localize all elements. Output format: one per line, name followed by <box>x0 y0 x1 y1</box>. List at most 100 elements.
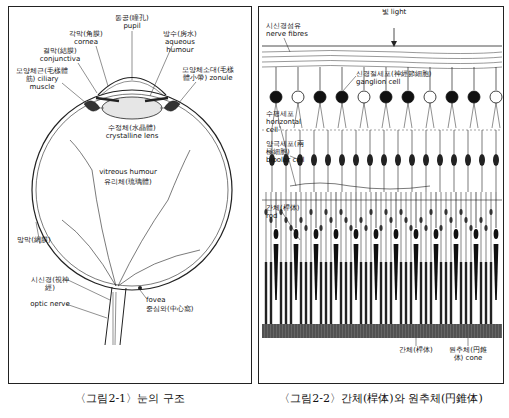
pigment-cell <box>419 324 420 338</box>
eyeball-outline <box>32 90 232 290</box>
rod-cell <box>479 192 482 324</box>
pigment-cell <box>383 324 384 338</box>
leader-line <box>96 46 108 86</box>
pigment-cell <box>497 324 498 338</box>
optic-nerve <box>120 288 126 345</box>
pigment-cell <box>266 324 267 338</box>
part-label: 신경절세포(神經節細胞) ganglion cell <box>356 70 432 86</box>
pigment-cell <box>467 324 468 338</box>
part-label: 망막(網膜) <box>14 236 54 244</box>
pigment-cell <box>332 324 333 338</box>
rod-cell <box>329 192 332 324</box>
pigment-cell <box>455 324 456 338</box>
pigment-cell <box>434 324 435 338</box>
rod-cell <box>304 192 307 324</box>
retina-layer <box>36 94 228 286</box>
pigment-cell <box>353 324 354 338</box>
cone-cell <box>434 192 439 300</box>
pigment-cell <box>335 324 336 338</box>
pigment-cell <box>359 324 360 338</box>
pigment-cell <box>272 324 273 338</box>
bipolar-cell <box>395 130 401 192</box>
pigment-cell <box>443 324 444 338</box>
nerve-fibre <box>262 51 502 54</box>
pigment-cell <box>386 324 387 338</box>
rod-cell <box>339 192 342 324</box>
pigment-cell <box>428 324 429 338</box>
bipolar-cell <box>493 130 499 192</box>
cone-cell <box>414 192 419 300</box>
leader-line <box>468 338 469 346</box>
pigment-cell <box>416 324 417 338</box>
pigment-cell <box>350 324 351 338</box>
rod-cell <box>389 192 392 324</box>
rod-cell <box>489 192 492 324</box>
pigment-cell <box>398 324 399 338</box>
part-label: 동공(瞳孔) pupil <box>110 14 154 30</box>
part-label: 간체(桿体) <box>396 346 436 354</box>
bipolar-cell <box>409 130 415 192</box>
leader-lines <box>36 31 468 346</box>
part-label: 중심와(中心窩) <box>146 305 196 313</box>
rod-cell <box>324 192 327 324</box>
pigment-cell <box>410 324 411 338</box>
light-arrow <box>391 28 397 47</box>
rod-cell <box>399 192 402 324</box>
part-label: 시신경섬유 nerve fibres <box>266 22 316 38</box>
pigment-cell <box>377 324 378 338</box>
rod-cell <box>359 192 362 324</box>
bipolar-cell <box>339 130 345 192</box>
cone-cell <box>454 192 459 300</box>
iris <box>145 98 168 101</box>
rod-cell <box>469 192 472 324</box>
bipolar-cell <box>311 130 317 192</box>
rod-cell <box>449 192 452 324</box>
rod-cell <box>464 192 467 324</box>
rod-cell <box>404 192 407 324</box>
pigment-cell <box>275 324 276 338</box>
pigment-cell <box>470 324 471 338</box>
pigment-cell <box>431 324 432 338</box>
rod-cell <box>409 192 412 324</box>
ganglion-cell <box>314 67 326 128</box>
inner-limit-line <box>262 46 502 47</box>
pigment-cell <box>446 324 447 338</box>
pigment-cell <box>392 324 393 338</box>
cone-cell <box>354 192 359 300</box>
cone-cell <box>494 192 499 300</box>
rod-cell <box>459 192 462 324</box>
part-label: 모양체소대(毛樣體小帶) zonule <box>180 66 236 82</box>
pigment-cell <box>494 324 495 338</box>
blood-vessel <box>62 140 200 286</box>
blood-vessel <box>113 292 116 345</box>
pigment-cell <box>479 324 480 338</box>
figure-caption: 〈그림2-2〉간체(桿体)와 원추체(円錐体) <box>239 391 509 406</box>
part-label: 모양체근(毛樣體筋) ciliary muscle <box>16 67 68 91</box>
cone-cell <box>374 192 379 300</box>
pigment-cell <box>311 324 312 338</box>
pigment-cell <box>371 324 372 338</box>
cone-cell <box>474 192 479 300</box>
pigment-cell <box>323 324 324 338</box>
rod-cell <box>429 192 432 324</box>
pigment-cell <box>464 324 465 338</box>
pigment-cell <box>302 324 303 338</box>
leader-line <box>178 82 196 104</box>
pigment-cell <box>347 324 348 338</box>
pigment-cell <box>491 324 492 338</box>
cornea <box>98 78 166 96</box>
leader-line <box>416 338 417 346</box>
leader-line <box>62 83 86 103</box>
pigment-cell <box>278 324 279 338</box>
part-label: 방수(房水) aqueous humour <box>155 30 205 54</box>
nerve-fibre <box>262 56 502 59</box>
part-label: optic nerve <box>30 300 70 308</box>
rod-cell <box>319 192 322 324</box>
ganglion-cell <box>446 67 458 128</box>
pigment-cell <box>365 324 366 338</box>
bipolar-cell <box>367 130 373 192</box>
iris <box>96 98 119 101</box>
pigment-cell <box>314 324 315 338</box>
part-label: 결막(結膜) conjunctiva <box>37 47 83 63</box>
